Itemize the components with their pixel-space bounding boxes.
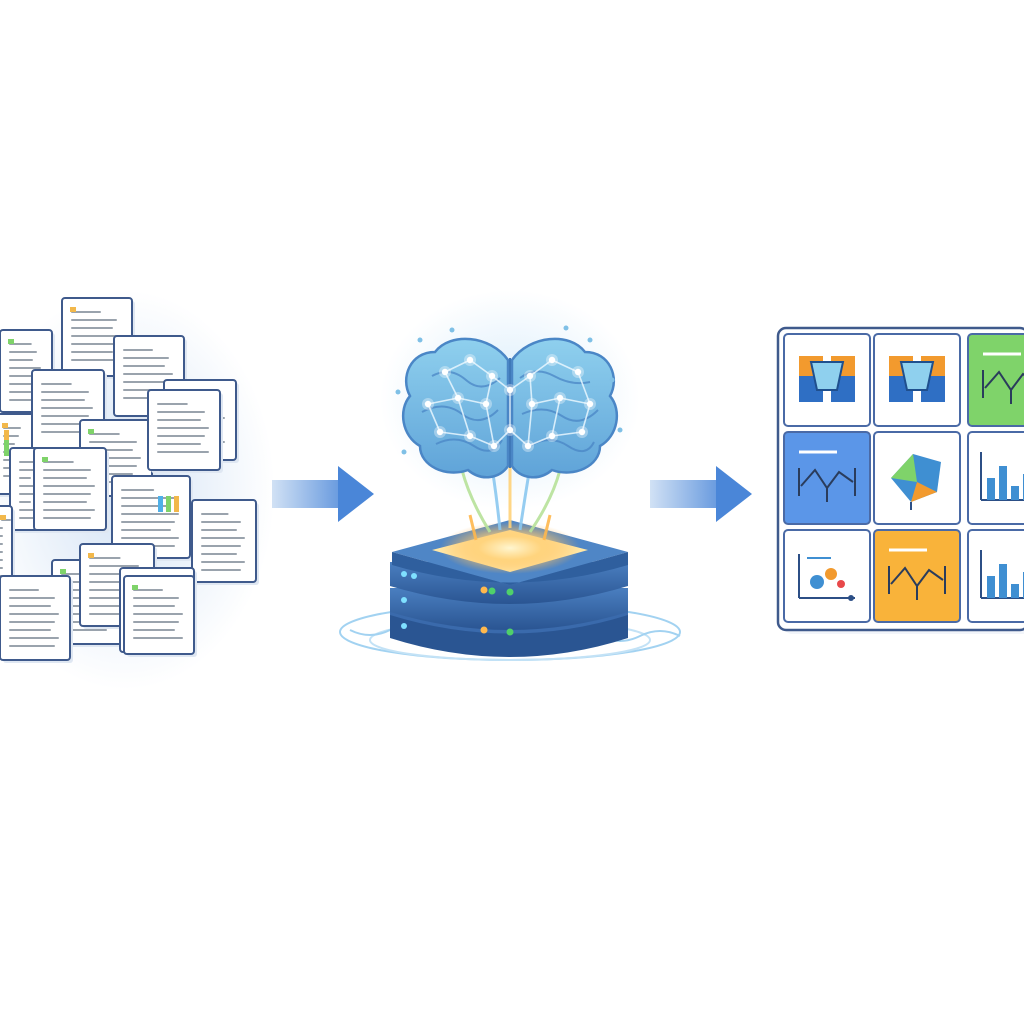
neural-brain-icon [395,325,623,479]
document-icon [191,499,259,585]
bar-chart-icon [967,529,1024,623]
output-grid [776,326,1024,634]
arrow-right-icon [650,466,752,522]
arrow-right-icon [272,466,374,522]
grid-tiles [783,333,1024,623]
cube-cluster-icon [873,333,961,427]
documents-cluster [0,290,275,690]
document-tags [4,430,179,512]
scatter-plot-icon [783,529,871,623]
bar-chart-icon [967,431,1024,525]
line-chart-icon [783,431,871,525]
document-icon [123,575,197,657]
line-chart-icon [873,529,961,623]
cube-cluster-icon [783,333,871,427]
line-chart-icon [967,333,1024,427]
document-icon [33,447,109,533]
neural-network-nodes [395,325,623,455]
document-icon [147,389,223,473]
polyhedron-icon [873,431,961,525]
server-stack-icon [390,520,628,657]
document-icon [0,575,73,663]
documents-stack [0,297,259,663]
processor [339,290,681,661]
